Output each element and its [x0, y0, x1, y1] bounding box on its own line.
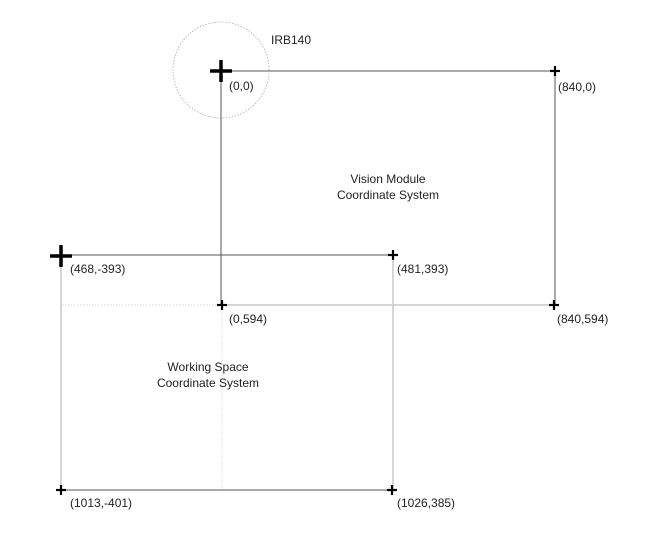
point-label-w1026: (1026,385) — [397, 496, 455, 510]
vision-title-line-2: Coordinate System — [337, 188, 439, 202]
cross-marker-w1013 — [56, 485, 66, 495]
vision-title-line-1: Vision Module — [350, 172, 425, 186]
point-label-w1013: (1013,-401) — [70, 496, 132, 510]
point-label-v0594: (0,594) — [229, 312, 267, 326]
working-title-line-2: Coordinate System — [157, 376, 259, 390]
point-label-w481: (481,393) — [397, 262, 448, 276]
cross-marker-w468 — [50, 245, 72, 267]
point-label-w468: (468,-393) — [70, 262, 125, 276]
working-title-line-1: Working Space — [167, 360, 248, 374]
robot-label: IRB140 — [271, 33, 311, 47]
point-label-v00: (0,0) — [229, 79, 254, 93]
cross-marker-v00 — [210, 60, 232, 82]
point-label-v8400: (840,0) — [558, 80, 596, 94]
cross-marker-w481 — [388, 250, 398, 260]
cross-marker-w1026 — [387, 485, 397, 495]
point-label-v840594: (840,594) — [557, 312, 608, 326]
cross-marker-v0594 — [217, 300, 227, 310]
cross-marker-v840594 — [549, 300, 559, 310]
cross-marker-v8400 — [550, 66, 560, 76]
